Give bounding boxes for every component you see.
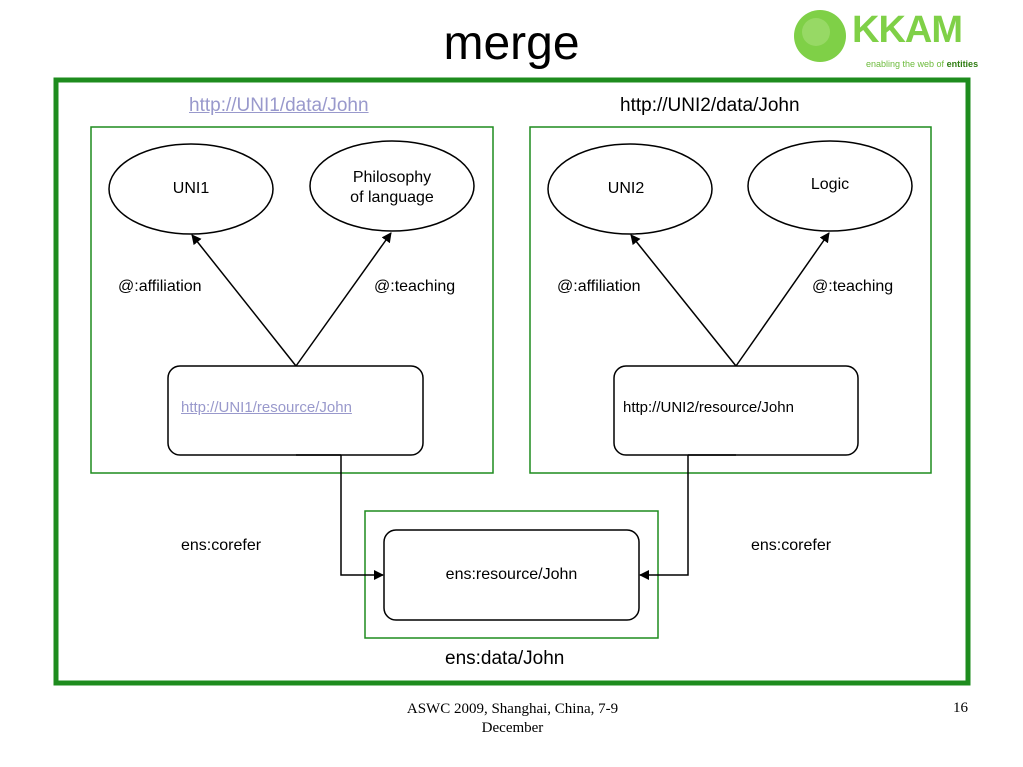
right-corefer-label: ens:corefer	[751, 537, 832, 554]
right-affiliation-label: @:affiliation	[557, 278, 641, 295]
philosophy-node-line2: of language	[350, 189, 434, 206]
merged-graph-name: ens:data/John	[445, 648, 565, 669]
left-affiliation-label: @:affiliation	[118, 278, 202, 295]
logic-node: Logic	[810, 176, 850, 193]
slide-footer: ASWC 2009, Shanghai, China, 7-9 December	[406, 701, 619, 736]
uni2-node: UNI2	[607, 180, 645, 197]
okkam-logo-mark	[794, 10, 846, 62]
right-affiliation-edge	[630, 234, 737, 367]
uni1-resource-node[interactable]: http://UNI1/resource/John	[181, 399, 352, 416]
philosophy-node: Philosophy of language	[322, 168, 462, 208]
right-teaching-edge	[735, 232, 830, 367]
left-corefer-label: ens:corefer	[181, 537, 262, 554]
right-teaching-label: @:teaching	[812, 278, 894, 295]
logic-node-shape	[747, 140, 913, 232]
left-teaching-edge	[295, 232, 392, 367]
uni1-node: UNI1	[172, 180, 210, 197]
ens-resource-node: ens:resource/John	[445, 566, 578, 583]
philosophy-node-shape	[309, 140, 475, 232]
philosophy-node-line1: Philosophy	[352, 169, 432, 186]
left-graph-name[interactable]: http://UNI1/data/John	[189, 95, 369, 116]
left-teaching-label: @:teaching	[374, 278, 456, 295]
slide-title: merge	[443, 17, 580, 70]
okkam-logo	[788, 6, 1020, 74]
uni1-node-shape	[108, 143, 274, 235]
uni2-node-shape	[547, 143, 713, 235]
right-graph-name: http://UNI2/data/John	[620, 95, 800, 116]
okkam-logo-text: KKAM	[852, 9, 963, 51]
okkam-logo-tagline: enabling the web of entities	[866, 59, 979, 69]
uni2-resource-node: http://UNI2/resource/John	[623, 399, 794, 416]
right-corefer-edge	[639, 455, 689, 580]
left-corefer-edge	[340, 455, 384, 580]
outer-graph-frame	[53, 77, 971, 686]
page-number: 16	[953, 700, 968, 716]
left-affiliation-edge	[191, 234, 297, 367]
right-graph-frame	[529, 126, 932, 474]
left-graph-frame	[90, 126, 494, 474]
